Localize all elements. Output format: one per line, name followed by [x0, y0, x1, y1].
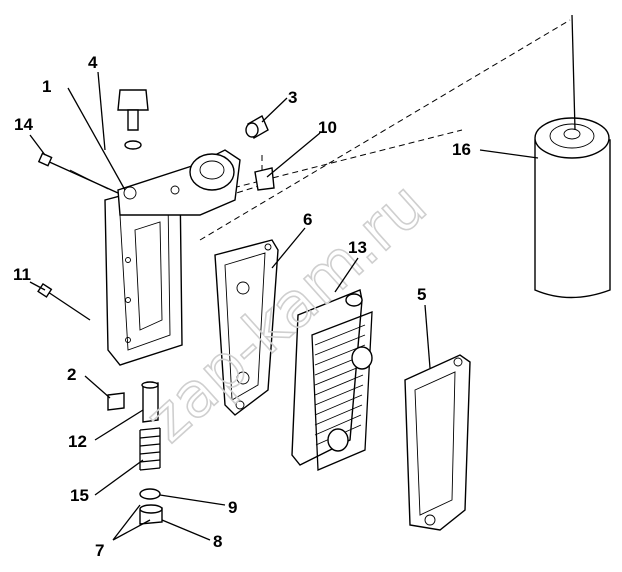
callout-4: 4 [88, 53, 98, 72]
oil-filter [534, 14, 611, 299]
leader-13 [334, 257, 359, 293]
valve-plug [139, 504, 163, 525]
oil-cooler-core [291, 289, 373, 471]
drain-plug [254, 167, 275, 191]
callout-12: 12 [68, 432, 87, 451]
leader-12 [94, 409, 144, 441]
leader-11 [29, 281, 46, 291]
leader-16 [479, 149, 539, 159]
gasket-cover [404, 354, 471, 531]
callout-9: 9 [228, 498, 237, 517]
callout-13: 13 [348, 238, 367, 257]
sealing-washer [139, 488, 161, 500]
leader-9 [159, 494, 226, 506]
leader-6 [271, 227, 306, 269]
bypass-valve [141, 381, 159, 423]
callout-2: 2 [67, 365, 76, 384]
callout-1: 1 [42, 77, 51, 96]
leader-2 [84, 375, 111, 399]
leader-10 [266, 132, 321, 178]
leader-1 [67, 87, 126, 191]
callout-3: 3 [288, 88, 297, 107]
small-plug [107, 392, 125, 411]
leader-14 [29, 134, 46, 156]
callout-7: 7 [95, 541, 104, 560]
leader-4 [97, 71, 106, 151]
gasket-housing [214, 239, 279, 416]
callout-8: 8 [213, 532, 222, 551]
leader-8 [161, 519, 211, 541]
leader-7 [112, 504, 151, 541]
leader-5 [424, 304, 431, 369]
callout-10: 10 [318, 118, 337, 137]
assembly-line-filter [199, 19, 571, 241]
callout-6: 6 [303, 210, 312, 229]
long-bolt [37, 152, 119, 194]
leader-3 [261, 97, 288, 123]
callout-14: 14 [14, 115, 33, 134]
callout-15: 15 [70, 486, 89, 505]
mounting-bolt [37, 282, 91, 321]
assembly-line-housing [204, 129, 463, 196]
leader-15 [94, 459, 144, 496]
valve-spring [139, 427, 161, 471]
callout-16: 16 [452, 140, 471, 159]
oil-cooler-housing [104, 149, 241, 366]
bolt [117, 89, 149, 150]
callout-5: 5 [417, 285, 426, 304]
callout-11: 11 [13, 265, 31, 284]
